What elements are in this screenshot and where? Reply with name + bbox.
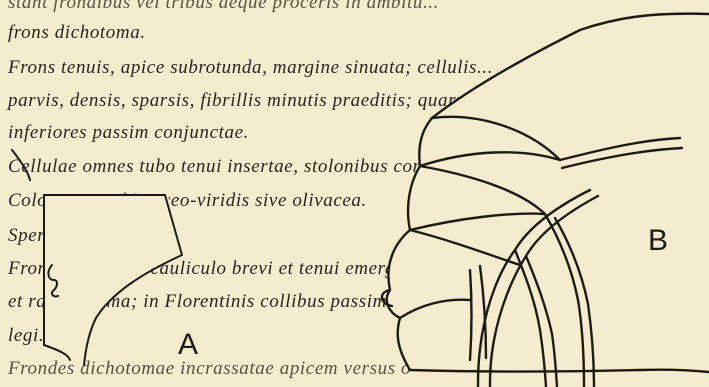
figure-a-drawing: [12, 150, 182, 365]
figure-b-label: B: [648, 226, 668, 256]
figure-b-drawing: [382, 10, 709, 387]
figure-a-label: A: [178, 330, 198, 360]
